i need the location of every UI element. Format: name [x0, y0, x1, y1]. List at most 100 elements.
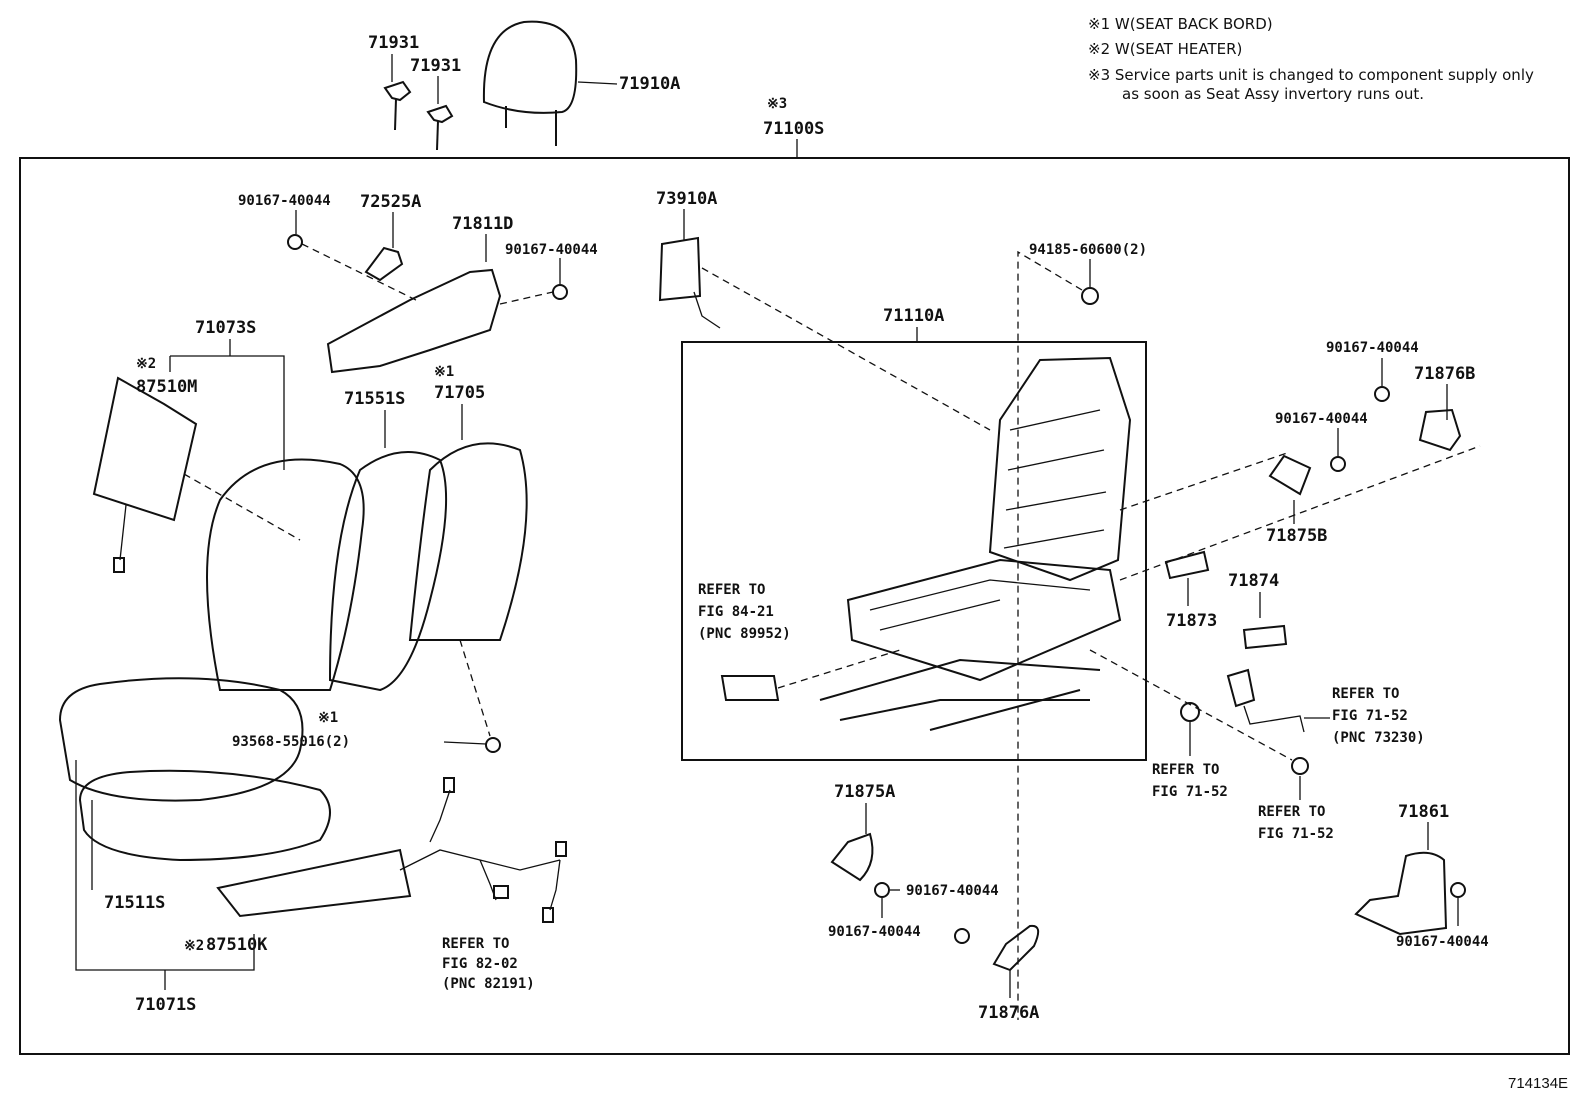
- part-73910a[interactable]: 73910A: [656, 189, 717, 209]
- part-93568-55016[interactable]: 93568-55016(2): [232, 734, 350, 750]
- nut-71-52: [1291, 757, 1309, 775]
- dash-ecu: [777, 649, 901, 689]
- seat-frame-71110a: [819, 356, 1132, 731]
- part-87510k[interactable]: 87510K: [206, 935, 268, 955]
- part-94185-60600[interactable]: 94185-60600(2): [1029, 242, 1147, 258]
- part-71551s[interactable]: 71551S: [344, 389, 405, 409]
- bolt-90167-d: [1330, 456, 1346, 472]
- buckle-wire: [1243, 705, 1305, 733]
- ref-71-52-b-line2: FIG 71-52: [1152, 784, 1228, 800]
- ref-82-02-line3: (PNC 82191): [442, 976, 535, 992]
- dash-73910a: [701, 267, 991, 431]
- part-72525a[interactable]: 72525A: [360, 192, 421, 212]
- bolt-90167-c: [1374, 386, 1390, 402]
- ref-71-52-a-line1: REFER TO: [1332, 686, 1399, 702]
- part-71875a[interactable]: 71875A: [834, 782, 895, 802]
- part-71811d[interactable]: 71811D: [452, 214, 513, 234]
- ref-82-02-line2: FIG 82-02: [442, 956, 518, 972]
- ref-71-52-c-line1: REFER TO: [1258, 804, 1325, 820]
- cover-72525a: [364, 246, 404, 282]
- part-87510m[interactable]: 87510M: [136, 377, 197, 397]
- bracket-71073s: [170, 355, 285, 470]
- part-90167-40044-a[interactable]: 90167-40044: [238, 193, 331, 209]
- part-71931-b[interactable]: 71931: [410, 56, 461, 76]
- leader-71910a: [577, 81, 618, 85]
- shield-71811d: [326, 268, 502, 374]
- part-90167-40044-c[interactable]: 90167-40044: [1326, 340, 1419, 356]
- assembly-frame-71100s: [19, 157, 1570, 1055]
- dash-94185: [1017, 250, 1083, 1020]
- back-board-71705: [408, 442, 528, 641]
- ref-71-52-a-line2: FIG 71-52: [1332, 708, 1408, 724]
- ref-84-21-line2: FIG 84-21: [698, 604, 774, 620]
- mark-3: ※3: [767, 96, 787, 112]
- part-71073s[interactable]: 71073S: [195, 318, 256, 338]
- dash-93568: [459, 639, 491, 737]
- part-71861[interactable]: 71861: [1398, 802, 1449, 822]
- part-71874[interactable]: 71874: [1228, 571, 1279, 591]
- wire-harness-82191: [399, 777, 567, 923]
- ref-71-52-c-line2: FIG 71-52: [1258, 826, 1334, 842]
- cover-71875b: [1268, 454, 1312, 496]
- seat-belt-buckle: [1226, 668, 1256, 708]
- headrest-71910a: [482, 20, 578, 146]
- part-71100s[interactable]: 71100S: [763, 119, 824, 139]
- part-90167-40044-d[interactable]: 90167-40044: [1275, 411, 1368, 427]
- dash-71875b: [1119, 451, 1291, 511]
- mark-2-b: ※2: [184, 938, 204, 954]
- note-seat-back-bord: ※1 W(SEAT BACK BORD): [1088, 15, 1273, 33]
- part-90167-40044-b[interactable]: 90167-40044: [505, 242, 598, 258]
- seat-cushion-pad-71511s: [78, 769, 331, 862]
- part-71931-a[interactable]: 71931: [368, 33, 419, 53]
- washer-71-52: [1180, 702, 1200, 722]
- leader-93568: [443, 741, 487, 745]
- headrest-guide-left: [383, 80, 412, 131]
- part-90167-40044-f[interactable]: 90167-40044: [906, 883, 999, 899]
- mark-2-a: ※2: [136, 356, 156, 372]
- seat-back-cover-71073s: [206, 458, 365, 691]
- seat-back-pad-71551s: [328, 451, 448, 692]
- headrest-guide-right: [426, 104, 454, 151]
- bolt-90167-f: [954, 928, 970, 944]
- part-71705[interactable]: 71705: [434, 383, 485, 403]
- ref-84-21-line1: REFER TO: [698, 582, 765, 598]
- bolt-90167-e: [874, 882, 890, 898]
- dash-87510m: [183, 473, 301, 541]
- airbag-wire: [693, 291, 721, 329]
- fastener-93568: [485, 737, 501, 753]
- cover-71876b: [1418, 408, 1462, 452]
- bolt-90167-g: [1450, 882, 1466, 898]
- bolt-90167-b: [552, 284, 568, 300]
- dash-90167-a: [301, 243, 421, 303]
- part-71875b[interactable]: 71875B: [1266, 526, 1327, 546]
- mark-1-a: ※1: [434, 364, 454, 380]
- cover-71873: [1164, 550, 1210, 580]
- part-71876b[interactable]: 71876B: [1414, 364, 1475, 384]
- part-90167-40044-e[interactable]: 90167-40044: [828, 924, 921, 940]
- part-71873[interactable]: 71873: [1166, 611, 1217, 631]
- seat-cushion-cover: [58, 677, 304, 802]
- figure-id: 714134E: [1508, 1075, 1568, 1092]
- note-service-parts-2: as soon as Seat Assy invertory runs out.: [1122, 85, 1424, 103]
- part-71511s[interactable]: 71511S: [104, 893, 165, 913]
- part-90167-40044-g[interactable]: 90167-40044: [1396, 934, 1489, 950]
- part-71876a[interactable]: 71876A: [978, 1003, 1039, 1023]
- part-71910a[interactable]: 71910A: [619, 74, 680, 94]
- dash-90167-b: [499, 291, 554, 305]
- seat-heater-back-87510m: [92, 376, 198, 573]
- ref-84-21-line3: (PNC 89952): [698, 626, 791, 642]
- part-71071s[interactable]: 71071S: [135, 995, 196, 1015]
- ref-82-02-line1: REFER TO: [442, 936, 509, 952]
- part-71110a[interactable]: 71110A: [883, 306, 944, 326]
- cover-71876a: [992, 924, 1040, 972]
- airbag-73910a: [658, 236, 702, 302]
- ecu-89952: [720, 675, 780, 701]
- cover-71875a: [830, 832, 874, 882]
- note-service-parts-1: ※3 Service parts unit is changed to comp…: [1088, 66, 1534, 84]
- nut-94185: [1081, 287, 1099, 305]
- seat-heater-cushion-87510k: [216, 848, 412, 918]
- cover-71861: [1354, 851, 1448, 936]
- note-seat-heater: ※2 W(SEAT HEATER): [1088, 40, 1242, 58]
- bolt-90167-a: [287, 234, 303, 250]
